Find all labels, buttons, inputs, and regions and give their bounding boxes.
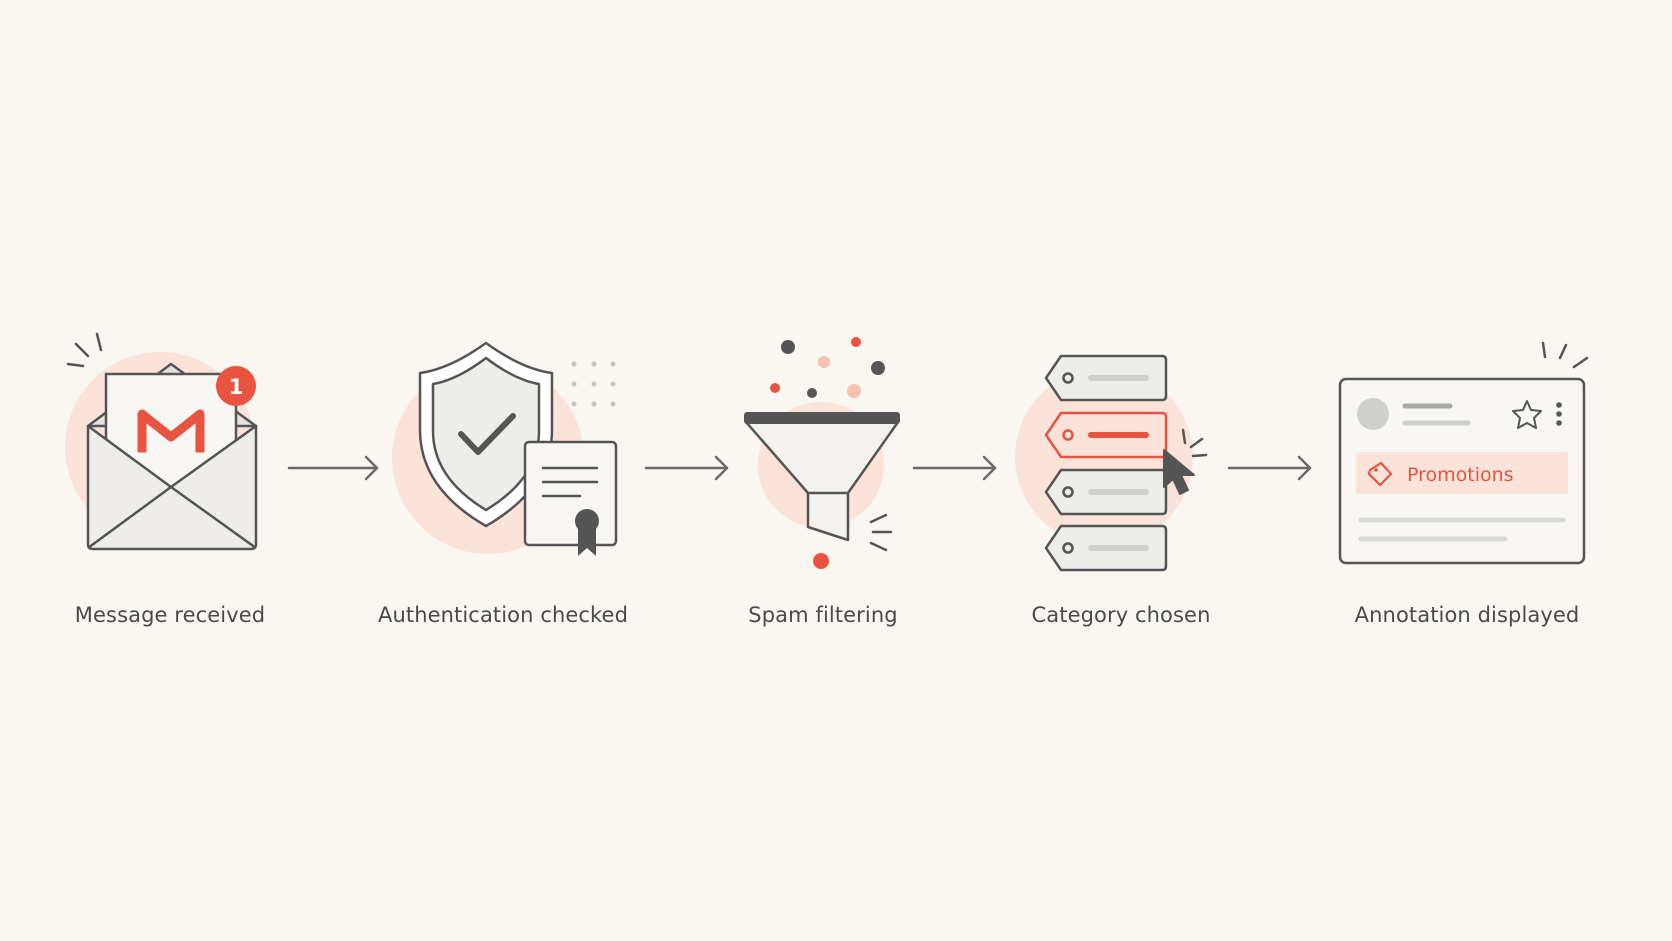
more-vert-icon [1556, 402, 1562, 426]
step-label-annotation-displayed: Annotation displayed [1354, 603, 1580, 627]
step-label-spam-filtering: Spam filtering [748, 603, 898, 627]
certificate-icon [523, 440, 618, 556]
star-icon [1512, 400, 1542, 429]
notification-badge-icon: 1 [216, 366, 256, 406]
category-tags-icon [1015, 354, 1193, 572]
step-label-message-received: Message received [74, 603, 266, 627]
gmail-m-icon [137, 409, 205, 453]
funnel-icon [744, 337, 900, 569]
email-card-icon: Promotions [1338, 341, 1589, 565]
flow-arrow [912, 455, 997, 481]
flow-arrow [287, 455, 379, 481]
notification-badge-count: 1 [229, 375, 244, 399]
annotation-chip-label: Promotions [1407, 464, 1514, 486]
tag-icon [1367, 461, 1393, 487]
cursor-icon [1163, 428, 1208, 495]
envelope-icon [65, 332, 258, 551]
flow-arrow [644, 455, 729, 481]
step-label-authentication-checked: Authentication checked [377, 603, 629, 627]
step-label-category-chosen: Category chosen [1031, 603, 1211, 627]
flow-arrow [1227, 455, 1312, 481]
